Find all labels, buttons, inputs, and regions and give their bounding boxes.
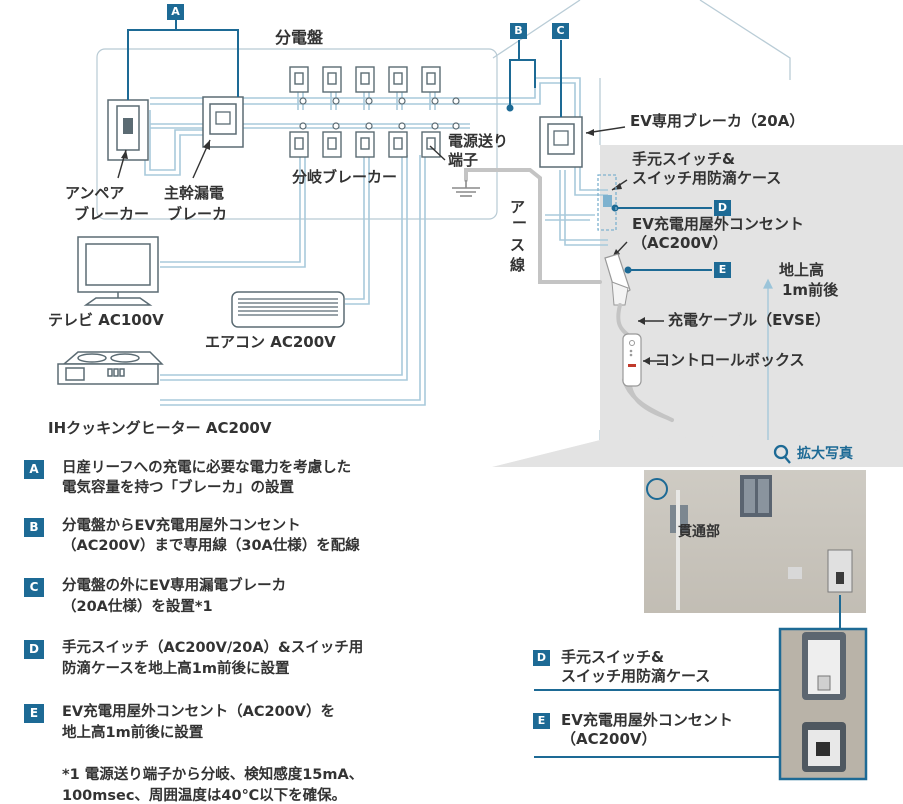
ih-appliance xyxy=(57,351,164,385)
power-terminal-label-1: 電源送り xyxy=(448,132,509,150)
tv-appliance xyxy=(77,236,159,306)
wall-photo xyxy=(644,470,866,613)
panel-label: 分電盤 xyxy=(275,28,324,47)
footnote-line-2: 100msec、周囲温度は40℃以下を確保。 xyxy=(62,788,347,804)
legend-e-line-1: EV充電用屋外コンセント（AC200V）を xyxy=(62,704,335,720)
aircon-label: エアコン AC200V xyxy=(205,333,336,351)
tv-label: テレビ AC100V xyxy=(48,311,164,329)
power-terminal-label-2: 端子 xyxy=(448,151,479,169)
zoom-photo-label: 拡大写真 xyxy=(797,446,853,462)
earth-wire-label-4: 線 xyxy=(510,256,526,274)
legend-badge-a: A xyxy=(24,460,44,479)
hand-switch-label-1: 手元スイッチ& xyxy=(632,150,736,168)
height-label-2: 1m前後 xyxy=(782,281,839,299)
branch-breaker-label: 分岐ブレーカー xyxy=(292,168,398,186)
main-breaker-label-1: 主幹漏電 xyxy=(164,184,225,202)
legend-badge-d: D xyxy=(24,640,44,659)
bus-junctions xyxy=(299,97,460,130)
photo-badge-d: D xyxy=(533,650,550,666)
legend-a-line-2: 電気容量を持つ「ブレーカ」の設置 xyxy=(62,480,294,496)
badge-b: B xyxy=(510,23,527,39)
height-label-1: 地上高 xyxy=(779,261,825,279)
zoom-connector xyxy=(492,430,903,467)
distribution-panel-box xyxy=(96,48,498,220)
hand-switch-case xyxy=(597,174,617,231)
legend-c-line-1: 分電盤の外にEV専用漏電ブレーカ xyxy=(62,578,287,594)
photo-d-line-1: 手元スイッチ& xyxy=(561,648,665,666)
earth-wire-label-3: ス xyxy=(510,236,526,254)
earth-wire-label-1: ア xyxy=(510,198,526,216)
legend-badge-b: B xyxy=(24,518,44,537)
charge-cable-label: 充電ケーブル（EVSE） xyxy=(668,311,831,329)
aircon-appliance xyxy=(231,291,345,328)
footnote-line-1: *1 電源送り端子から分岐、検知感度15mA、 xyxy=(62,767,364,783)
ev-breaker-label: EV専用ブレーカ（20A） xyxy=(630,112,805,130)
badge-d: D xyxy=(714,200,731,216)
branch-breakers-upper xyxy=(289,66,441,93)
closeup-photo xyxy=(778,627,868,781)
legend-e-line-2: 地上高1m前後に設置 xyxy=(62,725,204,741)
legend-b-line-1: 分電盤からEV充電用屋外コンセント xyxy=(62,518,301,534)
ampere-breaker-label-1: アンペア xyxy=(65,184,125,202)
legend-d-line-2: 防滴ケースを地上高1m前後に設置 xyxy=(62,661,290,677)
badge-c: C xyxy=(552,23,569,39)
ampere-breaker-device xyxy=(107,99,149,161)
main-breaker-label-2: ブレーカ xyxy=(167,205,228,223)
hand-switch-label-2: スイッチ用防滴ケース xyxy=(632,169,782,187)
ground-symbol xyxy=(452,180,480,197)
badge-a: A xyxy=(167,4,184,20)
legend-badge-c: C xyxy=(24,578,44,597)
legend-c-line-2: （20A仕様）を設置*1 xyxy=(62,599,213,615)
branch-breakers-lower xyxy=(289,131,441,158)
through-hole-label: 貫通部 xyxy=(678,524,720,540)
photo-e-line-1: EV充電用屋外コンセント xyxy=(561,711,733,729)
control-box-label: コントロールボックス xyxy=(655,351,805,369)
control-box-device xyxy=(622,333,642,387)
height-indicator xyxy=(763,278,773,440)
ampere-breaker-label-2: ブレーカー xyxy=(74,205,150,223)
legend-b-line-2: （AC200V）まで専用線（30A仕様）を配線 xyxy=(62,538,360,554)
legend-a-line-1: 日産リーフへの充電に必要な電力を考慮した xyxy=(62,460,352,476)
ev-outlet-label-1: EV充電用屋外コンセント xyxy=(632,215,804,233)
legend-d-line-1: 手元スイッチ（AC200V/20A）&スイッチ用 xyxy=(62,640,364,656)
badge-e: E xyxy=(714,262,731,278)
photo-d-line-2: スイッチ用防滴ケース xyxy=(561,667,711,685)
outer-wall xyxy=(600,145,903,440)
ev-outlet-label-2: （AC200V） xyxy=(632,234,728,252)
ev-outlet-device xyxy=(604,253,631,306)
magnifier-icon xyxy=(773,444,791,464)
legend-badge-e: E xyxy=(24,704,44,723)
ih-label: IHクッキングヒーター AC200V xyxy=(48,419,272,437)
earth-wire-label-2: ー xyxy=(512,214,528,232)
ev-breaker-device xyxy=(539,116,583,168)
main-leakage-breaker-device xyxy=(202,96,244,148)
photo-badge-e: E xyxy=(533,713,550,729)
photo-e-line-2: （AC200V） xyxy=(561,730,657,748)
